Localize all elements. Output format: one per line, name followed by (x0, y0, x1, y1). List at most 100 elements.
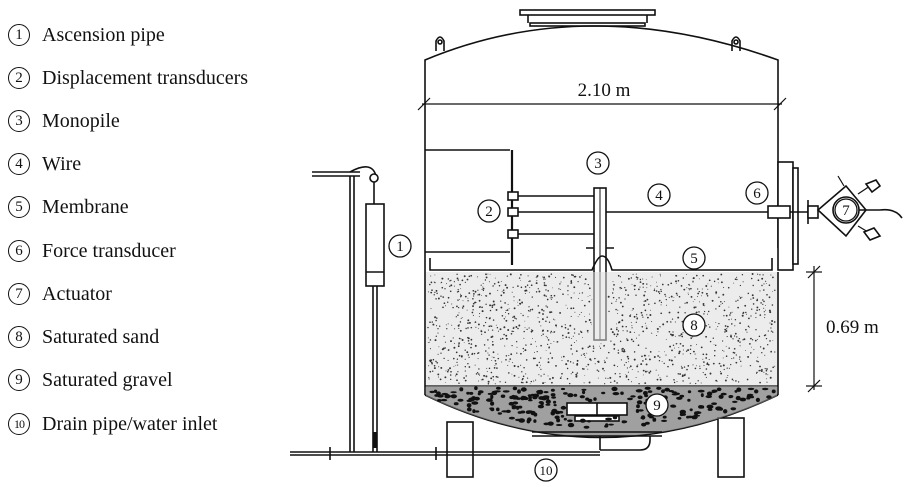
sand-grain (663, 362, 665, 365)
legend-label: Force transducer (42, 239, 176, 262)
sand-grain (772, 331, 774, 333)
sand-grain (689, 285, 691, 286)
sand-grain (452, 306, 454, 309)
gravel-pebble (747, 387, 755, 391)
sand-grain (430, 281, 433, 284)
sand-grain (478, 380, 479, 382)
legend-number: 6 (8, 240, 30, 262)
sand-grain (633, 331, 635, 333)
sand-grain (739, 356, 741, 358)
sand-grain (668, 359, 671, 361)
sand-grain (435, 325, 438, 327)
sand-grain (729, 312, 732, 314)
sand-grain (627, 357, 630, 360)
sand-grain (547, 358, 550, 360)
sand-grain (571, 353, 574, 355)
sand-grain (751, 273, 754, 275)
sand-grain (736, 278, 738, 281)
sand-grain (577, 281, 579, 283)
sand-grain (675, 280, 677, 283)
sand-grain (705, 335, 707, 338)
sand-grain (511, 291, 513, 293)
sand-grain (717, 278, 719, 280)
sand-grain (598, 345, 600, 347)
sand-grain (726, 328, 728, 330)
gravel-pebble (528, 395, 532, 400)
sand-grain (583, 304, 586, 307)
sand-grain (617, 349, 619, 351)
sand-grain (665, 295, 667, 297)
gravel-pebble (587, 420, 591, 423)
sand-grain (767, 330, 769, 332)
sand-grain (762, 274, 764, 276)
sand-grain (442, 296, 445, 298)
sand-grain (502, 291, 505, 294)
sand-grain (524, 292, 526, 295)
sand-grain (552, 287, 554, 289)
sand-grain (572, 274, 574, 277)
sand-grain (770, 274, 772, 276)
sand-grain (646, 287, 648, 289)
sand-grain (629, 331, 632, 334)
sand-grain (707, 283, 709, 285)
sand-grain (640, 363, 643, 366)
sand-grain (528, 327, 530, 329)
sand-grain (470, 274, 473, 277)
sand-grain (698, 311, 700, 313)
sand-grain (428, 378, 430, 380)
sand-grain (472, 305, 474, 308)
sand-grain (761, 284, 763, 287)
gravel-pebble (643, 391, 648, 396)
sand-grain (604, 361, 606, 364)
sand-grain (581, 299, 583, 302)
sand-grain (638, 288, 640, 291)
sand-grain (528, 306, 530, 308)
sand-grain (445, 283, 447, 285)
sand-grain (434, 274, 436, 276)
sand-grain (666, 304, 668, 306)
gravel-pebble (468, 397, 476, 402)
sand-grain (682, 353, 684, 355)
sand-grain (763, 300, 765, 303)
sand-grain (429, 339, 432, 341)
sand-grain (693, 306, 696, 309)
sand-grain (683, 366, 686, 368)
sand-grain (690, 287, 692, 290)
sand-grain (428, 365, 430, 367)
sand-grain (689, 348, 692, 351)
sand-grain (483, 324, 485, 327)
sand-grain (495, 362, 497, 365)
sand-grain (550, 332, 552, 334)
sand-grain (750, 352, 752, 354)
sand-grain (677, 316, 680, 319)
sand-grain (673, 381, 676, 384)
sand-grain (613, 364, 616, 367)
sand-grain (694, 299, 696, 300)
sand-grain (642, 360, 644, 362)
sand-grain (655, 290, 658, 292)
gravel-pebble (638, 409, 644, 412)
sand-grain (493, 303, 496, 306)
sand-grain (623, 350, 626, 353)
sand-grain (435, 319, 437, 322)
sand-grain (570, 344, 573, 347)
sand-grain (640, 311, 643, 314)
sand-grain (612, 281, 614, 283)
sand-grain (474, 290, 477, 293)
sand-grain (684, 373, 686, 375)
sand-grain (712, 362, 715, 365)
callout-force-transducer: 6 (753, 186, 761, 202)
sand-grain (637, 344, 640, 347)
sand-grain (439, 378, 442, 381)
sand-grain (720, 372, 723, 375)
sand-grain (550, 273, 553, 275)
sand-grain (668, 296, 670, 299)
sand-grain (429, 348, 431, 350)
sand-grain (456, 305, 458, 308)
sand-grain (524, 320, 526, 322)
sand-grain (483, 374, 486, 377)
gravel-pebble (735, 395, 741, 401)
callout-displacement-transducers: 2 (485, 204, 493, 220)
sand-grain (545, 305, 547, 307)
sand-grain (523, 337, 525, 339)
